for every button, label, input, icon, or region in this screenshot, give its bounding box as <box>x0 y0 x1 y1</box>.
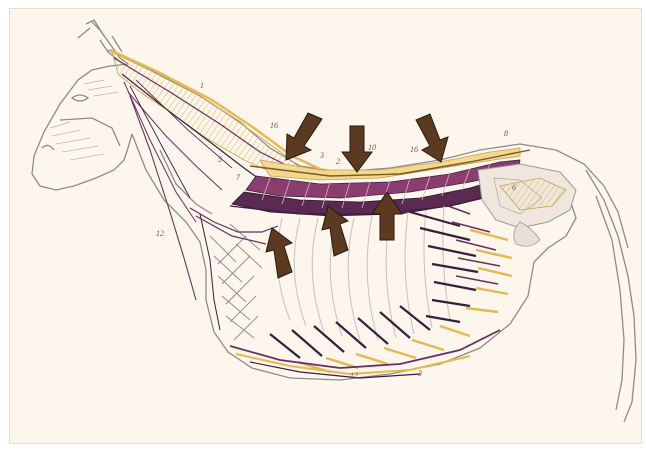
svg-text:1: 1 <box>200 81 204 90</box>
svg-text:10: 10 <box>368 143 376 152</box>
belly-outline <box>206 262 534 380</box>
pelvis-region <box>478 164 576 246</box>
nostril-detail <box>42 145 54 150</box>
svg-text:16: 16 <box>270 121 278 130</box>
tail-outline <box>586 170 636 422</box>
ear-outline <box>78 20 104 38</box>
head-outline <box>32 22 132 190</box>
svg-text:3: 3 <box>319 151 324 160</box>
down-arrow-1 <box>286 113 322 160</box>
shoulder-region <box>190 208 278 340</box>
abdominal-dark-strands <box>270 212 478 358</box>
svg-text:5: 5 <box>218 155 222 164</box>
svg-text:6: 6 <box>512 183 516 192</box>
down-arrow-3 <box>416 114 448 162</box>
rib-light-lines <box>278 206 451 340</box>
svg-text:2: 2 <box>336 157 340 166</box>
svg-text:16: 16 <box>410 145 418 154</box>
svg-text:12: 12 <box>156 229 164 238</box>
svg-text:8: 8 <box>504 129 508 138</box>
ventral-lines <box>230 330 500 378</box>
up-arrow-1 <box>266 228 292 278</box>
forelimb-strand <box>200 214 220 330</box>
svg-text:12: 12 <box>350 371 358 380</box>
chest-strand <box>196 216 266 244</box>
svg-text:3: 3 <box>417 369 422 378</box>
svg-text:7: 7 <box>236 173 241 182</box>
eye-detail <box>72 95 88 101</box>
